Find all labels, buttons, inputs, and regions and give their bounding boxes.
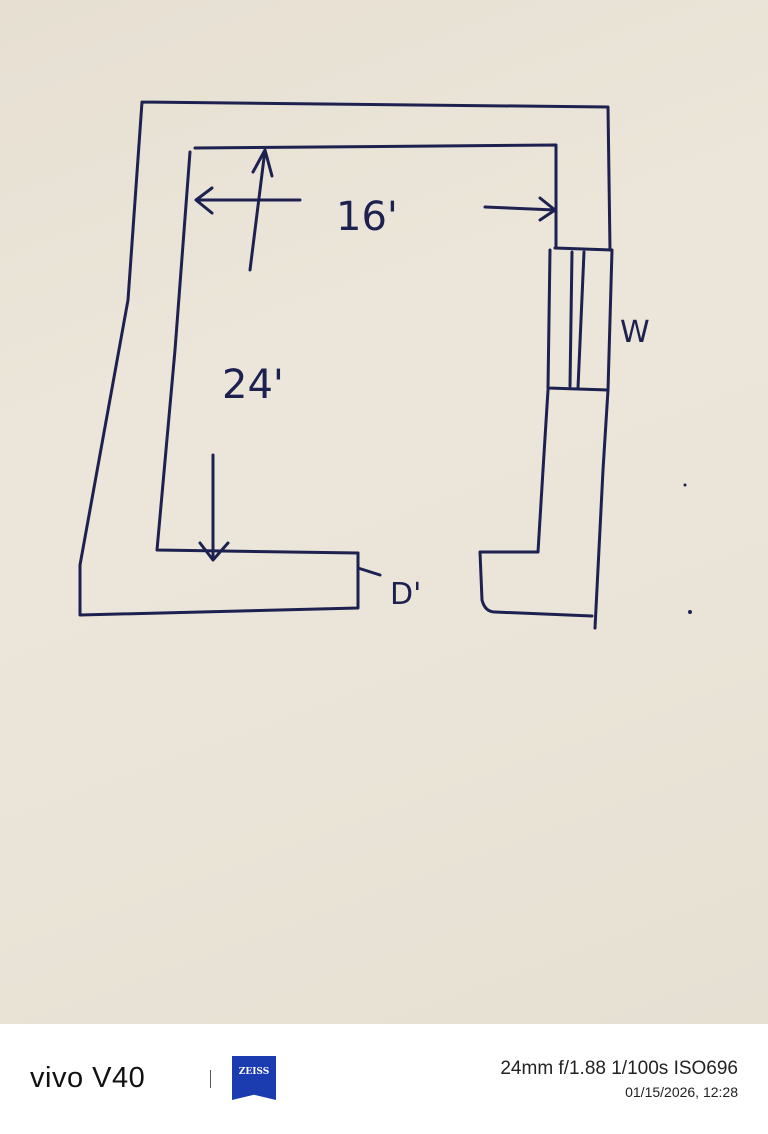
camera-watermark: vivo V40 ZEISS 24mm f/1.88 1/100s ISO696… [0,1024,768,1134]
door-label: D' [390,577,421,612]
length-label: 24' [222,362,284,408]
zeiss-logo: ZEISS [232,1056,276,1100]
width-arrow-left [194,186,302,215]
floor-plan-drawing: 16' 24' W D' [78,100,692,630]
length-arrow-up [248,148,274,272]
floor-plan-photo: 16' 24' W D' [0,0,768,1024]
length-arrow-down [198,453,230,562]
outer-wall [78,100,612,630]
width-arrow-right [483,196,557,222]
camera-brand: vivo V40 [30,1062,146,1094]
divider [210,1070,211,1088]
ink-dot [688,610,692,614]
ink-dot [683,483,687,487]
window [546,246,614,392]
width-label: 16' [336,194,398,240]
inner-wall [155,143,558,555]
window-label: W [620,315,650,350]
exif-info: 24mm f/1.88 1/100s ISO696 [500,1058,738,1079]
door-jamb [356,566,382,577]
capture-datetime: 01/15/2026, 12:28 [625,1084,738,1100]
inner-wall-right [478,388,594,618]
